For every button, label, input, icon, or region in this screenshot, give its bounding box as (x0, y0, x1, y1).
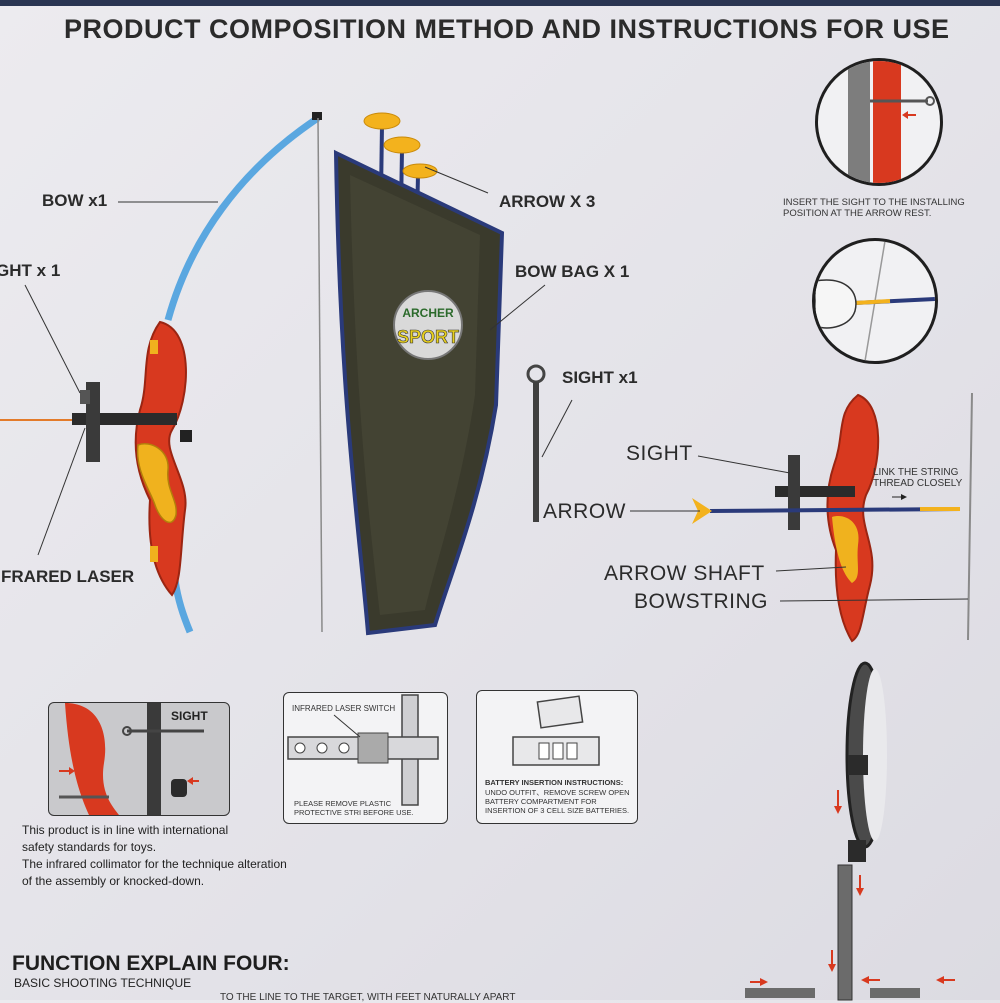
label-arrow-count: ARROW X 3 (499, 192, 596, 211)
laser-note: PLEASE REMOVE PLASTIC PROTECTIVE STRI BE… (294, 799, 414, 817)
arrow-tip-1 (363, 112, 401, 130)
panel-sight-mount: SIGHT (48, 702, 230, 816)
bow-grip (136, 443, 177, 524)
note-line-2: safety standards for toys. (22, 840, 157, 854)
label-assembly-arrow: ARROW (543, 500, 626, 523)
bow-lower-limb (171, 579, 194, 634)
function-cut-line: TO THE LINE TO THE TARGET, WITH FEET NAT… (220, 992, 516, 1003)
panel-laser-switch: INFRARED LASER SWITCH PLEASE REMOVE PLAS… (283, 692, 448, 824)
inset-sight-install (815, 58, 943, 186)
label-assembly-sight: SIGHT (626, 442, 693, 465)
label-bow: BOW x1 (42, 191, 108, 210)
label-sight-rod: SIGHT x1 (562, 368, 638, 387)
safety-notes: This product is in line with internation… (22, 822, 322, 890)
label-arrow-shaft: ARROW SHAFT (604, 562, 765, 585)
arrow-tip-3 (402, 163, 438, 179)
panel-battery: BATTERY INSERTION INSTRUCTIONS: UNDO OUT… (476, 690, 638, 824)
sight-rod-illustration (526, 364, 573, 522)
bag-logo-line2: SPORT (397, 327, 459, 347)
battery-text: UNDO OUTFIT、REMOVE SCREW OPEN BATTERY CO… (485, 788, 630, 815)
label-bow-bag: BOW BAG X 1 (515, 262, 630, 281)
target-stand-illustration (745, 661, 955, 1001)
bag-logo-line1: ARCHER (402, 306, 454, 320)
laser-switch-label: INFRARED LASER SWITCH (292, 704, 396, 713)
page-title: PRODUCT COMPOSITION METHOD AND INSTRUCTI… (64, 14, 950, 44)
label-bowstring: BOWSTRING (634, 590, 768, 613)
bow-tip (312, 112, 322, 120)
note-line-3: The infrared collimator for the techniqu… (22, 857, 287, 871)
panel-sight-label: SIGHT (171, 709, 208, 723)
battery-title: BATTERY INSERTION INSTRUCTIONS: (485, 778, 624, 787)
function-subtitle: BASIC SHOOTING TECHNIQUE (14, 976, 192, 990)
label-sight: SIGHT x 1 (0, 261, 61, 280)
bag-logo-badge (393, 290, 463, 360)
note-line-4: of the assembly or knocked-down. (22, 874, 205, 888)
label-infrared-laser: INFRARED LASER (0, 567, 135, 586)
arrow-tip-2 (383, 136, 421, 154)
bow-bag-illustration: ARCHER SPORT (333, 112, 546, 636)
sight-rod (533, 382, 539, 522)
insert-sight-note: INSERT THE SIGHT TO THE INSTALLING POSIT… (783, 197, 965, 219)
note-line-1: This product is in line with internation… (22, 823, 229, 837)
top-border-strip (0, 0, 1000, 6)
link-string-note: LINK THE STRING THREAD CLOSELY (873, 467, 963, 489)
inset-nock-arrow (812, 238, 938, 364)
bow-illustration (0, 112, 323, 634)
function-title: FUNCTION EXPLAIN FOUR: (12, 952, 290, 975)
bow-string (317, 117, 323, 633)
bow-upper-limb (164, 115, 320, 321)
assembled-bow-illustration (630, 392, 973, 643)
